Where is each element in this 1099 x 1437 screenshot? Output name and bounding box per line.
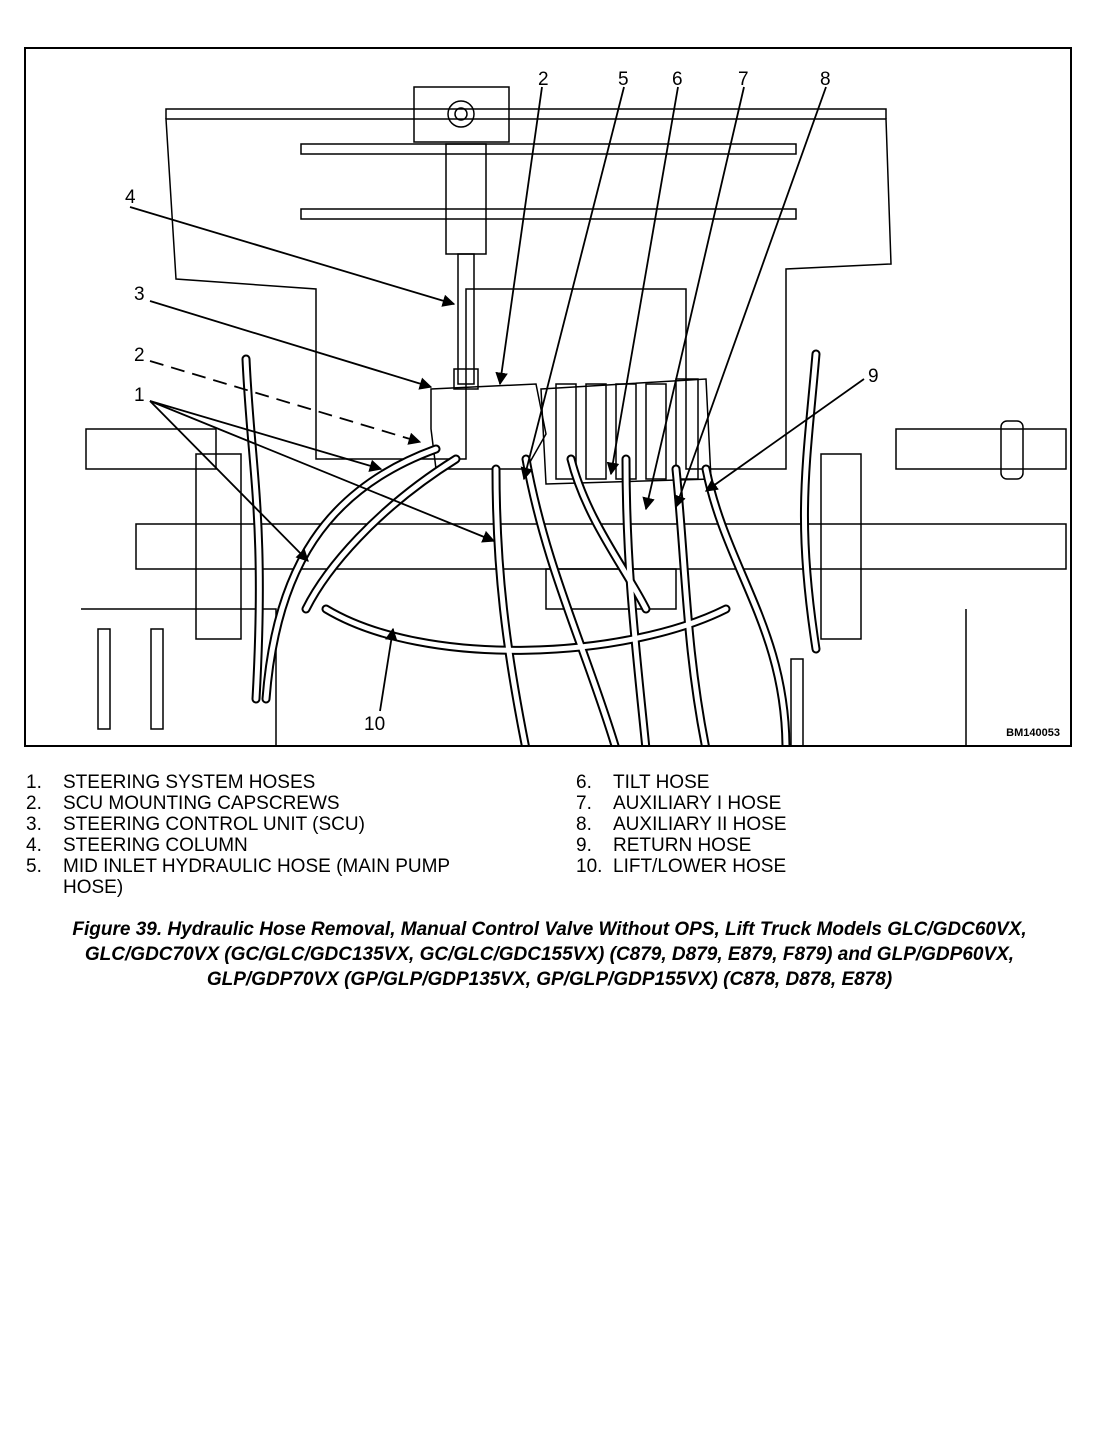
- hydraulic-schematic-drawing: 4 3 2 1 2 5 6 7 8 9 10: [81, 69, 1067, 745]
- callout-6: 6: [672, 69, 683, 90]
- legend-left-column: 1. STEERING SYSTEM HOSES 2. SCU MOUNTING C…: [26, 772, 526, 898]
- figure-frame: 4 3 2 1 2 5 6 7 8 9 10 BM140053: [24, 47, 1072, 747]
- legend-item-text: LIFT/LOWER HOSE: [613, 856, 787, 877]
- legend-item-text: TILT HOSE: [613, 772, 710, 793]
- legend-item: 6. TILT HOSE: [576, 772, 1056, 793]
- legend-item-text: AUXILIARY II HOSE: [613, 814, 787, 835]
- legend-item: 8. AUXILIARY II HOSE: [576, 814, 1056, 835]
- leader-line-4: [129, 206, 456, 307]
- legend-item: 7. AUXILIARY I HOSE: [576, 793, 1056, 814]
- callout-8: 8: [820, 69, 831, 90]
- legend-item-number: 1.: [26, 772, 42, 793]
- legend-item: 4. STEERING COLUMN: [26, 835, 526, 856]
- legend-item-number: 3.: [26, 814, 42, 835]
- callout-1: 1: [134, 385, 145, 406]
- callout-10: 10: [364, 714, 385, 735]
- callout-5: 5: [618, 69, 629, 90]
- legend-item-number: 10.: [576, 856, 603, 877]
- leader-line-8: [673, 86, 827, 509]
- legend-item-number: 8.: [576, 814, 592, 835]
- leader-line-2-dashed: [149, 360, 422, 445]
- legend-item-text: AUXILIARY I HOSE: [613, 793, 782, 814]
- legend-item: 2. SCU MOUNTING CAPSCREWS: [26, 793, 526, 814]
- legend-item-number: 6.: [576, 772, 592, 793]
- legend-item-text: STEERING COLUMN: [63, 835, 248, 856]
- figure-id: BM140053: [1006, 727, 1060, 739]
- callout-4: 4: [125, 187, 136, 208]
- leader-line-5: [520, 86, 625, 481]
- legend-item: 9. RETURN HOSE: [576, 835, 1056, 856]
- legend-item-text: MID INLET HYDRAULIC HOSE (MAIN PUMP HOSE…: [63, 856, 450, 898]
- leader-line-3: [149, 300, 433, 390]
- legend-item-text: STEERING SYSTEM HOSES: [63, 772, 316, 793]
- callout-2-left: 2: [134, 345, 145, 366]
- legend-item-text: RETURN HOSE: [613, 835, 752, 856]
- leader-line-6: [606, 86, 679, 476]
- legend-item-text: STEERING CONTROL UNIT (SCU): [63, 814, 365, 835]
- legend-item: 1. STEERING SYSTEM HOSES: [26, 772, 526, 793]
- legend-item-number: 2.: [26, 793, 42, 814]
- callout-7: 7: [738, 69, 749, 90]
- leader-line-10: [379, 627, 398, 712]
- legend-item-number: 5.: [26, 856, 42, 877]
- legend-item-text: SCU MOUNTING CAPSCREWS: [63, 793, 340, 814]
- callout-9: 9: [868, 366, 879, 387]
- legend-item: 3. STEERING CONTROL UNIT (SCU): [26, 814, 526, 835]
- legend-item-number: 4.: [26, 835, 42, 856]
- leader-line-2-top: [495, 86, 543, 386]
- legend-item-number: 9.: [576, 835, 592, 856]
- legend-item-number: 7.: [576, 793, 592, 814]
- legend-right-column: 6. TILT HOSE 7. AUXILIARY I HOSE 8. AUXILIA…: [576, 772, 1056, 877]
- figure-caption: Figure 39. Hydraulic Hose Removal, Manua…: [72, 919, 1027, 990]
- leader-line-1c: [149, 400, 309, 562]
- legend-item: 10. LIFT/LOWER HOSE: [576, 856, 1056, 877]
- legend-item: 5. MID INLET HYDRAULIC HOSE (MAIN PUMP HO…: [26, 856, 526, 898]
- leader-line-1a: [149, 400, 383, 472]
- leader-line-7: [642, 86, 745, 511]
- leader-line-1b: [149, 400, 496, 543]
- leader-line-9: [704, 378, 865, 492]
- callout-3: 3: [134, 284, 145, 305]
- callout-2-top: 2: [538, 69, 549, 90]
